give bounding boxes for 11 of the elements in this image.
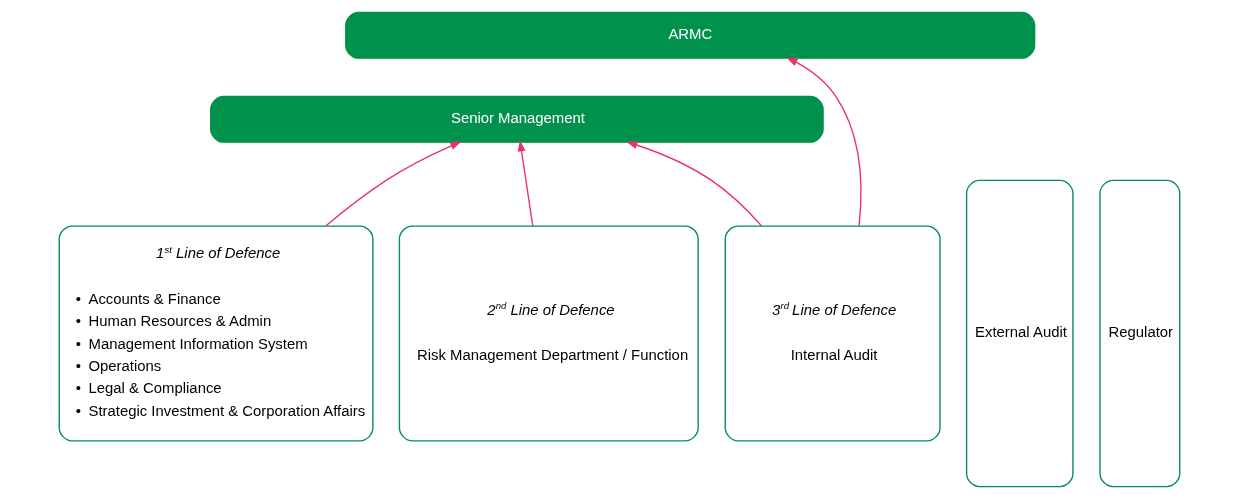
node-box: ARMC <box>345 11 1036 59</box>
node-box: Regulator <box>1099 179 1181 488</box>
node-box: External Audit <box>965 179 1074 488</box>
node-box: 3$^{rd}$ Line of Defence Internal Audit <box>724 225 941 442</box>
node-box: Senior Management <box>210 95 824 143</box>
node-box: 2$^{nd}$ Line of Defence Risk Management Department / Function <box>398 225 699 442</box>
node-box: 1$^{st}$ Line of Defence • Accounts & Finance • Human Resources & Admin • Management Information System • Operations • Legal & Compliance • Strategic Investment & Corporation Affairs <box>58 225 374 442</box>
arrow <box>786 57 862 227</box>
arrow <box>626 141 763 227</box>
arrow <box>517 140 534 227</box>
arrow <box>324 141 462 227</box>
